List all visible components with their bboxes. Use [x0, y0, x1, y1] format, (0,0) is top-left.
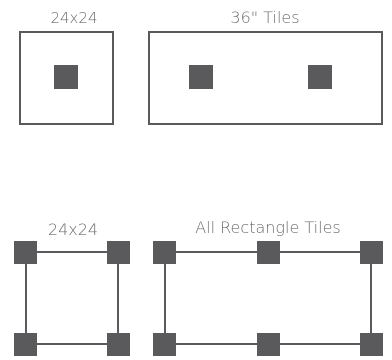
- bottom-wide-corner-block-tl: [153, 241, 176, 264]
- top-wide-right-block: [308, 65, 332, 89]
- bottom-wide-mid-block-bottom: [257, 333, 280, 356]
- bottom-wide-label: All Rectangle Tiles: [195, 218, 341, 237]
- top-square-label: 24x24: [50, 9, 97, 27]
- bottom-wide-mid-block-top: [257, 241, 280, 264]
- bottom-square-label: 24x24: [48, 220, 98, 239]
- bottom-wide-corner-block-br: [360, 333, 383, 356]
- bottom-wide-corner-block-bl: [153, 333, 176, 356]
- top-wide-left-block: [189, 65, 213, 89]
- top-wide-tile: [148, 31, 383, 125]
- bottom-square-frame: [25, 251, 119, 345]
- bottom-square-corner-block-br: [107, 333, 130, 356]
- top-square-tile: [19, 31, 114, 125]
- bottom-square-corner-block-tr: [107, 241, 130, 264]
- bottom-wide-frame: [164, 251, 372, 345]
- bottom-square-corner-block-tl: [14, 241, 37, 264]
- bottom-square-corner-block-bl: [14, 333, 37, 356]
- top-wide-label: 36" Tiles: [230, 8, 299, 27]
- bottom-wide-corner-block-tr: [360, 241, 383, 264]
- top-square-center-block: [54, 65, 78, 89]
